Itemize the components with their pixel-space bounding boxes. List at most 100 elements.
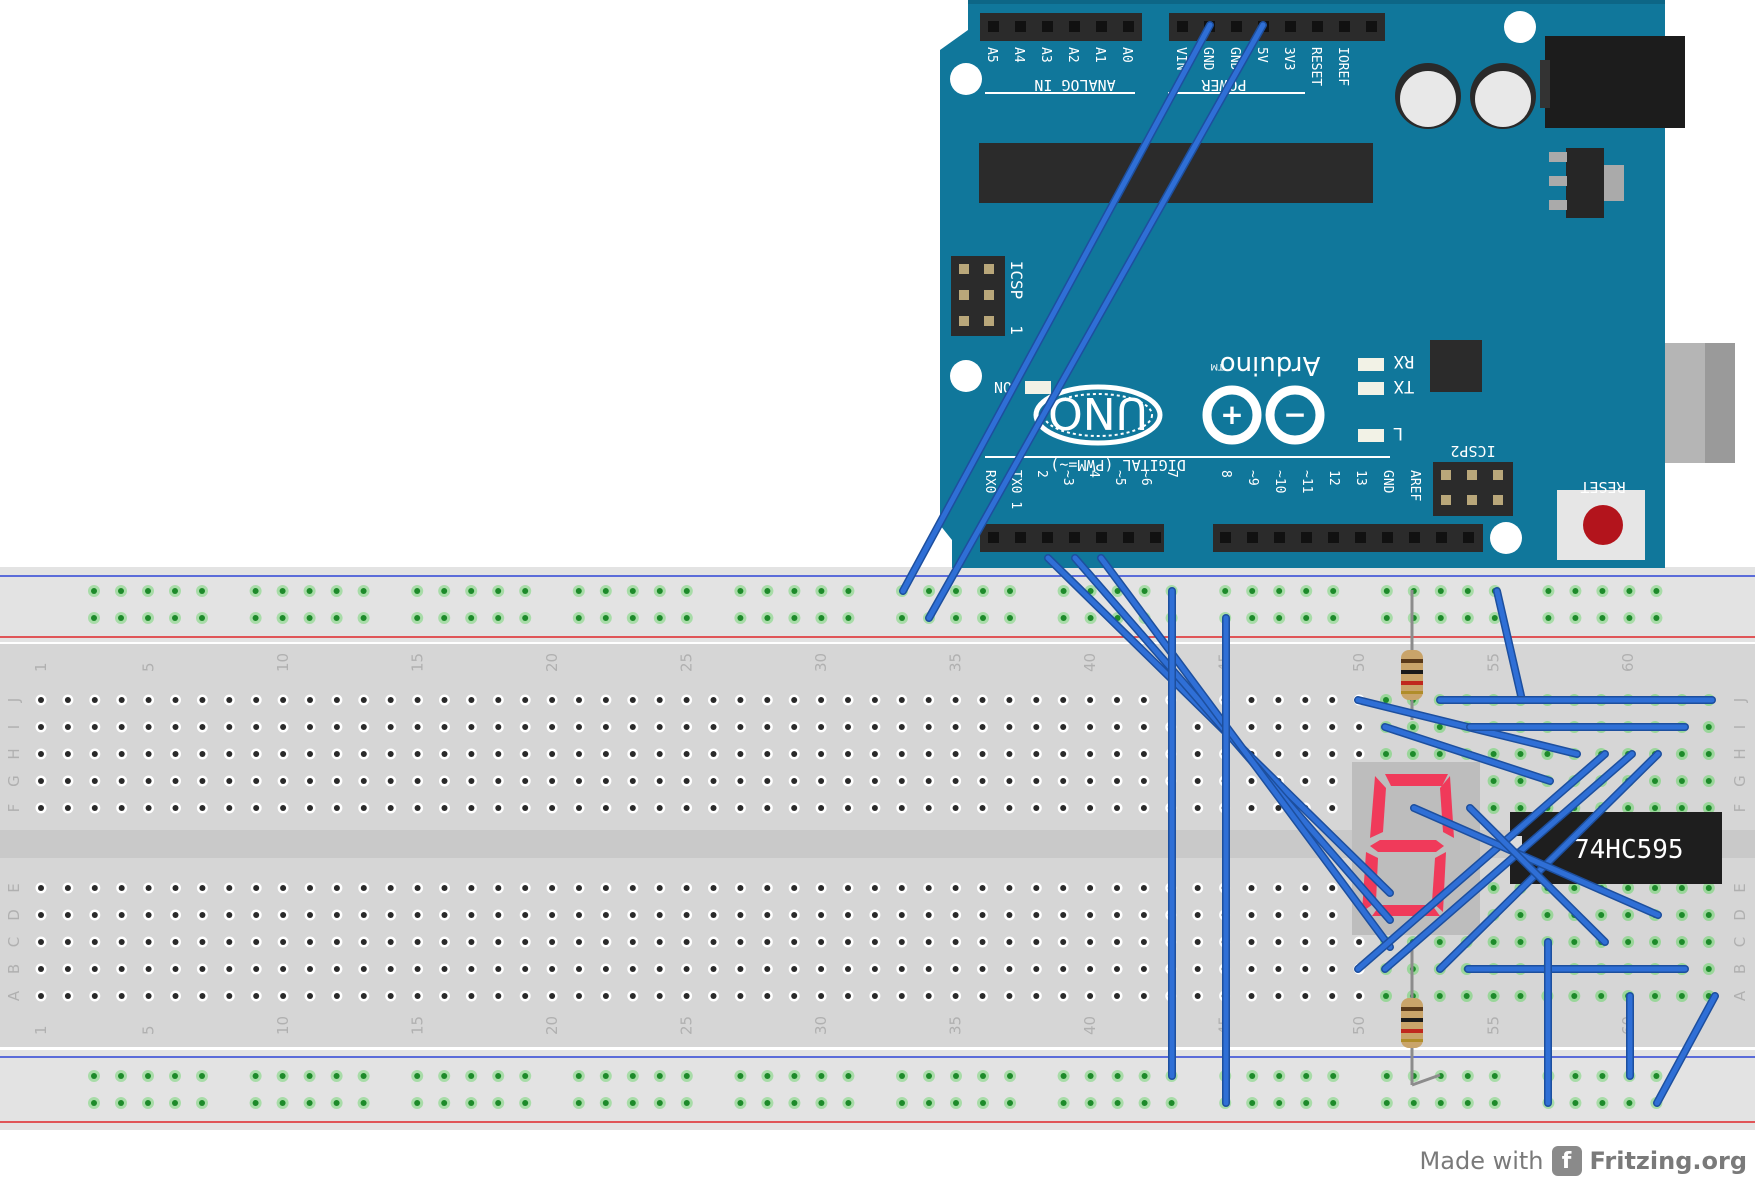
voltage-regulator: [1566, 148, 1604, 218]
header-pin: [1339, 21, 1350, 32]
column-number-label: 25: [678, 1016, 696, 1035]
header-pin: [1301, 532, 1312, 543]
column-number-label: 35: [947, 1016, 965, 1035]
reset-button-cap[interactable]: [1583, 505, 1623, 545]
pin-label: 12: [1326, 470, 1341, 486]
header-pin: [1177, 21, 1188, 32]
jumper-wire: [1098, 555, 1393, 950]
header-pin: [1220, 532, 1231, 543]
row-letter-label: F: [5, 804, 23, 813]
row-letter-label: B: [1731, 964, 1749, 974]
column-number-label: 30: [812, 653, 830, 672]
jumper-wire: [926, 22, 1266, 621]
pin-label: ~9: [1245, 470, 1260, 486]
column-number-label: 20: [543, 1016, 561, 1035]
breadboard-labels: 1155101015152020252530303535404045455050…: [5, 653, 1749, 1035]
arduino-board: + − ANALOG IN POWER DIGITAL (PWM=~) Ardu…: [940, 0, 1735, 568]
l-label: L: [1393, 423, 1403, 443]
shift-register-ic: 74HC595: [1510, 812, 1722, 884]
fritzing-footer: Made with f Fritzing.org: [1420, 1143, 1747, 1179]
jumper-wire: [1437, 751, 1661, 972]
header-pin: [1463, 532, 1474, 543]
pin-label: A0: [1119, 47, 1134, 63]
row-letter-label: J: [5, 698, 23, 703]
header-pin: [1312, 21, 1323, 32]
tx-label: TX: [1393, 376, 1414, 396]
row-letter-label: G: [5, 775, 23, 787]
row-letter-label: A: [5, 990, 23, 1001]
column-number-label: 15: [409, 1016, 427, 1035]
row-letter-label: D: [5, 909, 23, 921]
pin-label: 2: [1034, 470, 1049, 478]
jumper-wire: [900, 22, 1213, 594]
mounting-hole: [950, 360, 982, 392]
column-number-label: 5: [140, 1025, 158, 1035]
header-pin: [1247, 532, 1258, 543]
header-pin: [1366, 21, 1377, 32]
pin-label: ~6: [1138, 470, 1153, 486]
jumper-wire: [1654, 993, 1718, 1106]
fritzing-logo-icon: f: [1551, 1146, 1582, 1176]
pin-label: RESET: [1308, 47, 1323, 86]
pin-label: RX0: [982, 470, 997, 493]
row-letter-label: I: [5, 725, 23, 729]
header-pin: [988, 532, 999, 543]
header-pin: [1042, 532, 1053, 543]
pin-label: A1: [1092, 47, 1107, 63]
pin-label: TX0 1: [1008, 470, 1023, 509]
pin-label: A4: [1011, 47, 1026, 63]
header-pin: [1096, 532, 1107, 543]
column-number-label: 30: [812, 1016, 830, 1035]
row-letter-label: H: [1731, 748, 1749, 759]
row-letter-label: E: [1731, 883, 1749, 892]
icsp2-label: ICSP2: [1450, 442, 1495, 460]
pin-label: GND: [1380, 470, 1395, 494]
header-pin: [1042, 21, 1053, 32]
row-letter-label: D: [1731, 909, 1749, 921]
mounting-hole: [1490, 522, 1522, 554]
uno-label: UNO: [1048, 387, 1148, 438]
svg-text:−: −: [1283, 398, 1306, 431]
breadboard: 1155101015152020252530303535404045455050…: [0, 567, 1755, 1130]
icsp-label: ICSP: [1007, 261, 1026, 300]
row-letter-label: F: [1731, 804, 1749, 813]
arduino-logo: + −: [1033, 384, 1325, 446]
column-number-label: 20: [543, 653, 561, 672]
pin-label: A3: [1038, 47, 1053, 63]
jumper-wire: [1494, 588, 1525, 703]
pin-label: IOREF: [1335, 47, 1350, 86]
pin-label: 4: [1086, 470, 1101, 478]
pin-label: ~10: [1272, 470, 1287, 493]
made-with-label: Made with: [1419, 1147, 1544, 1175]
column-number-label: 5: [140, 662, 158, 672]
header-pin: [1015, 532, 1026, 543]
mounting-hole: [1504, 11, 1536, 43]
pin-label: A5: [984, 47, 999, 63]
pin-label: ~3: [1060, 470, 1075, 486]
pin-label: 8: [1218, 470, 1233, 478]
mounting-hole: [950, 63, 982, 95]
header-pin: [1328, 532, 1339, 543]
pin-label: ~5: [1112, 470, 1127, 486]
header-pin: [1069, 21, 1080, 32]
column-number-label: 10: [274, 1016, 292, 1035]
column-number-label: 55: [1485, 1016, 1503, 1035]
column-number-label: 10: [274, 653, 292, 672]
analog-header: [980, 13, 1142, 41]
column-number-label: 15: [409, 653, 427, 672]
seven-segment-display: [1352, 762, 1480, 935]
jumper-wire: [1355, 751, 1608, 972]
pin-label: GND: [1200, 47, 1215, 71]
pin-label: 3V3: [1281, 47, 1296, 70]
jumper-wire: [1467, 805, 1608, 945]
header-pin: [1015, 21, 1026, 32]
icsp-pin1-label: 1: [1007, 325, 1026, 335]
pin-label: AREF: [1407, 470, 1422, 501]
header-pin: [1069, 532, 1080, 543]
jumper-wire: [1382, 724, 1553, 784]
header-pin: [1096, 21, 1107, 32]
column-number-label: 35: [947, 653, 965, 672]
l-led: [1358, 429, 1384, 442]
column-number-label: 40: [1081, 1016, 1099, 1035]
